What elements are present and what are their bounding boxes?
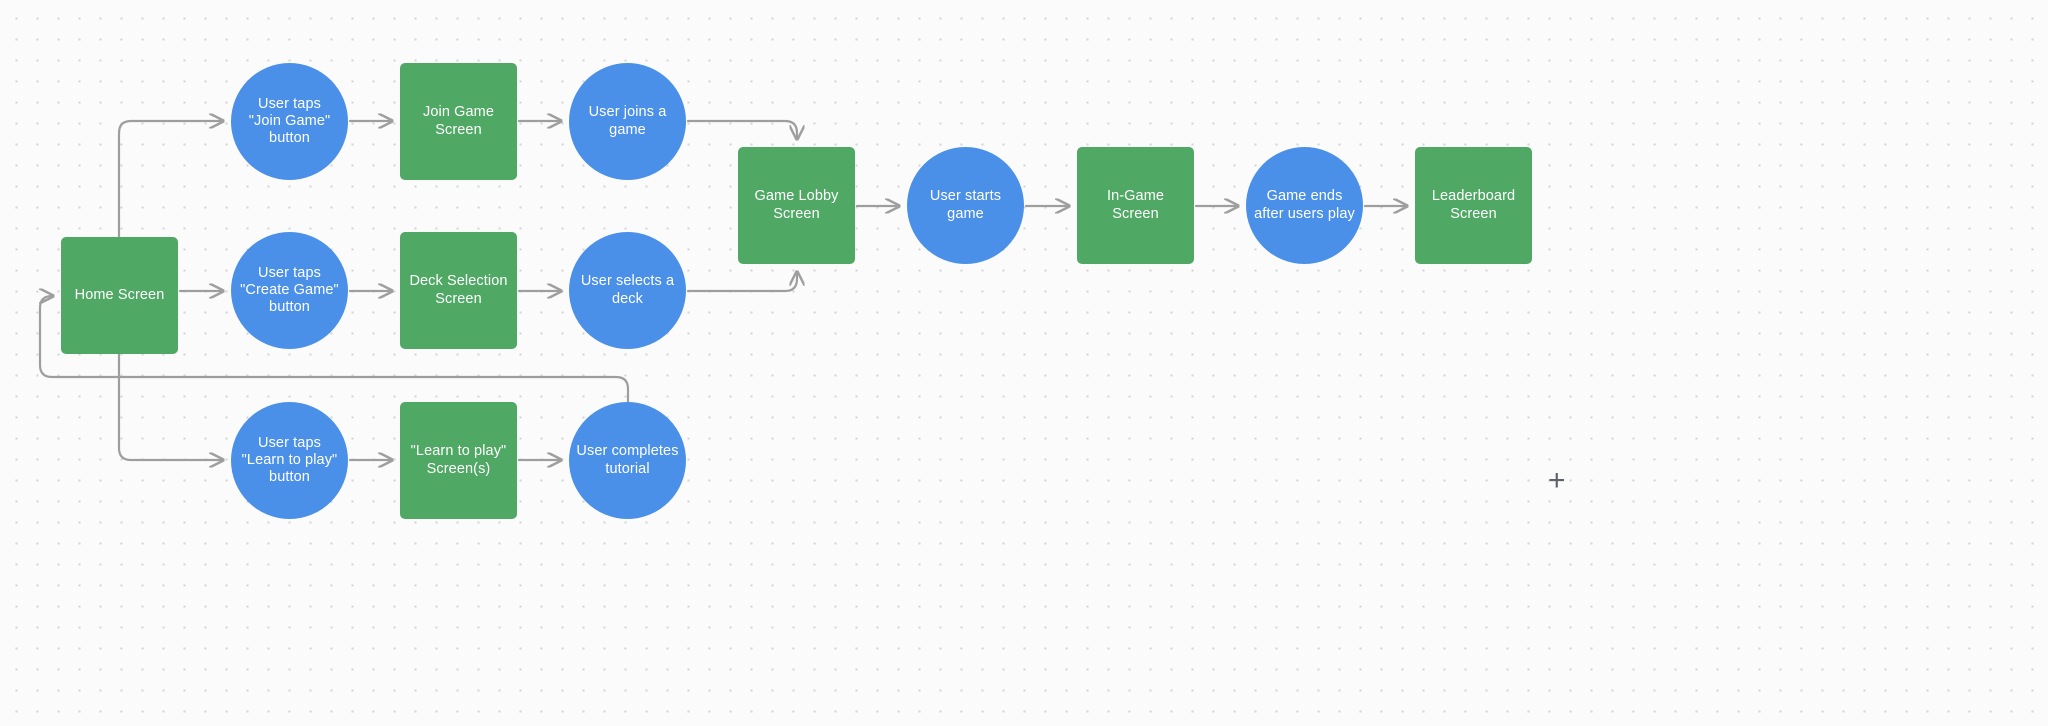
node-deck-selection-screen[interactable]: Deck Selection Screen: [400, 232, 517, 349]
node-game-lobby-screen[interactable]: Game Lobby Screen: [738, 147, 855, 264]
edge-selects-to-lobby: [686, 272, 797, 293]
node-user-completes-tutorial[interactable]: User completes tutorial: [569, 402, 686, 519]
edge-home-to-tap-join: [117, 121, 223, 239]
node-user-taps-learn-to-play[interactable]: User taps "Learn to play" button: [231, 402, 348, 519]
node-user-starts-game[interactable]: User starts game: [907, 147, 1024, 264]
node-learn-to-play-screen[interactable]: "Learn to play" Screen(s): [400, 402, 517, 519]
node-user-joins-a-game[interactable]: User joins a game: [569, 63, 686, 180]
node-game-ends[interactable]: Game ends after users play: [1246, 147, 1363, 264]
edge-home-to-tap-learn: [117, 352, 223, 460]
edge-joins-to-lobby: [686, 119, 797, 139]
node-user-taps-join-game[interactable]: User taps "Join Game" button: [231, 63, 348, 180]
node-join-game-screen[interactable]: Join Game Screen: [400, 63, 517, 180]
node-user-taps-create-game[interactable]: User taps "Create Game" button: [231, 232, 348, 349]
node-leaderboard-screen[interactable]: Leaderboard Screen: [1415, 147, 1532, 264]
node-user-selects-a-deck[interactable]: User selects a deck: [569, 232, 686, 349]
zoom-in-icon[interactable]: +: [1548, 464, 1566, 497]
node-in-game-screen[interactable]: In-Game Screen: [1077, 147, 1194, 264]
node-home-screen[interactable]: Home Screen: [61, 237, 178, 354]
